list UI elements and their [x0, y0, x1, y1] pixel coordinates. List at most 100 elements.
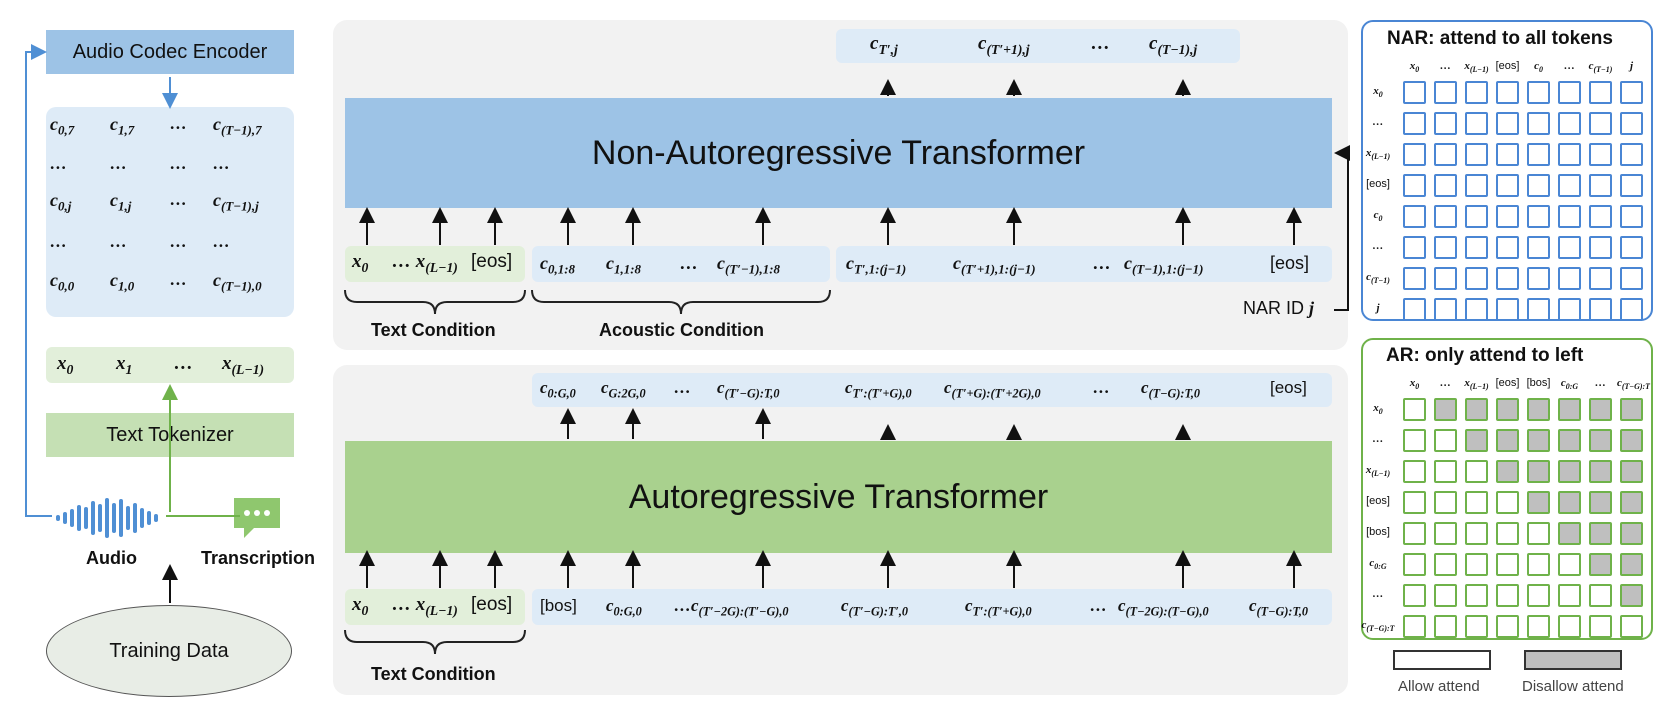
ar-grid-row-label-2: x(L−1)	[1365, 464, 1391, 479]
nar-grid-cell-1-5	[1558, 112, 1581, 135]
ar-grid-cell-0-4	[1527, 398, 1550, 421]
ar-grid-cell-5-0	[1403, 553, 1426, 576]
ar-grid-cell-6-7	[1620, 584, 1643, 607]
nar-grid-cell-4-0	[1403, 205, 1426, 228]
ar-output-4: cT′:(T′+G),0	[845, 378, 912, 401]
ar-grid-cell-4-3	[1496, 522, 1519, 545]
nar-grid-cell-0-7	[1620, 81, 1643, 104]
nar-grid-cell-2-3	[1496, 143, 1519, 166]
ar-grid-cell-2-5	[1558, 460, 1581, 483]
nar-grid-cell-5-1	[1434, 236, 1457, 259]
ar-input-4: c(T′−G):T′,0	[841, 596, 909, 619]
codec-code-0-3: c(T−1),7	[213, 114, 262, 138]
codec-code-3-1: …	[110, 232, 127, 251]
nar-grid-cell-0-5	[1558, 81, 1581, 104]
audio-to-encoder-line	[25, 44, 52, 517]
ar-text-condition-label: Text Condition	[371, 664, 496, 684]
nar-grid-cell-5-2	[1465, 236, 1488, 259]
nar-grid-cell-4-4	[1527, 205, 1550, 228]
nar-acoustic-input-1: c1,1:8	[606, 253, 641, 277]
nar-transformer-label: Non-Autoregressive Transformer	[591, 133, 1086, 172]
ar-grid-cell-7-6	[1589, 615, 1612, 638]
ar-grid-cell-3-1	[1434, 491, 1457, 514]
ar-grid-col-label-2: x(L−1)	[1464, 377, 1489, 392]
ar-grid-cell-5-6	[1589, 553, 1612, 576]
nar-grid-col-label-2: x(L−1)	[1464, 60, 1489, 75]
ar-grid-cell-3-6	[1589, 491, 1612, 514]
nar-grid-row-label-6: c(T−1)	[1366, 271, 1390, 286]
nar-text-input-1: … x(L−1)	[392, 251, 458, 275]
text-token-1: x1	[116, 353, 133, 377]
ar-text-input-2: [eos]	[471, 594, 513, 615]
codec-code-4-0: c0,0	[50, 270, 75, 294]
ar-grid-cell-6-1	[1434, 584, 1457, 607]
ar-input-0: [bos]	[540, 596, 577, 615]
nar-text-condition-brace	[344, 289, 526, 315]
nar-target-input-3: c(T−1),1:(j−1)	[1124, 253, 1204, 277]
ar-grid-cell-4-4	[1527, 522, 1550, 545]
nar-grid-cell-2-1	[1434, 143, 1457, 166]
nar-text-condition-label: Text Condition	[371, 320, 496, 340]
nar-output-0: cT′,j	[870, 33, 898, 57]
ar-input-5: cT′:(T′+G),0	[965, 596, 1032, 619]
nar-grid-col-label-4: c0	[1534, 60, 1543, 75]
nar-target-input-0: cT′,1:(j−1)	[846, 253, 907, 277]
nar-grid-cell-1-1	[1434, 112, 1457, 135]
ar-grid-row-label-6: …	[1372, 588, 1384, 600]
nar-text-input-2: [eos]	[471, 251, 513, 272]
ar-grid-col-label-4: [bos]	[1526, 377, 1551, 389]
ar-text-input-strip	[345, 589, 525, 625]
nar-grid-cell-7-6	[1589, 298, 1612, 321]
nar-grid-cell-1-2	[1465, 112, 1488, 135]
ar-grid-cell-2-0	[1403, 460, 1426, 483]
ar-grid-row-label-7: c(T−G):T	[1361, 619, 1395, 634]
legend-allow-label: Allow attend	[1398, 678, 1480, 695]
nar-acoustic-input-2: …	[680, 253, 698, 273]
ar-output-6: …	[1093, 378, 1110, 397]
nar-grid-row-label-2: x(L−1)	[1365, 147, 1391, 162]
ar-grid-cell-0-3	[1496, 398, 1519, 421]
ar-grid-cell-0-1	[1434, 398, 1457, 421]
nar-text-input-strip	[345, 246, 525, 282]
nar-grid-cell-2-0	[1403, 143, 1426, 166]
training-data-label: Training Data	[109, 639, 229, 662]
nar-grid-cell-4-3	[1496, 205, 1519, 228]
nar-grid-cell-7-3	[1496, 298, 1519, 321]
ar-transformer-label: Autoregressive Transformer	[628, 477, 1049, 516]
audio-label: Audio	[86, 548, 137, 568]
codec-code-2-0: c0,j	[50, 190, 72, 214]
nar-grid-cell-1-0	[1403, 112, 1426, 135]
ar-grid-cell-6-0	[1403, 584, 1426, 607]
ar-text-condition-brace	[344, 629, 526, 655]
ar-grid-cell-5-7	[1620, 553, 1643, 576]
nar-grid-cell-6-1	[1434, 267, 1457, 290]
ar-grid-cell-5-5	[1558, 553, 1581, 576]
ar-grid-title: AR: only attend to left	[1386, 345, 1584, 366]
codec-code-3-3: …	[213, 232, 230, 251]
codec-code-2-3: c(T−1),j	[213, 190, 259, 214]
codec-code-1-3: …	[213, 154, 230, 173]
nar-grid-cell-2-5	[1558, 143, 1581, 166]
nar-grid-cell-7-5	[1558, 298, 1581, 321]
ar-grid-cell-6-2	[1465, 584, 1488, 607]
ar-grid-col-label-6: …	[1595, 377, 1606, 389]
nar-grid-cell-0-2	[1465, 81, 1488, 104]
ar-grid-cell-6-4	[1527, 584, 1550, 607]
ar-grid-cell-7-3	[1496, 615, 1519, 638]
ar-grid-cell-7-7	[1620, 615, 1643, 638]
codec-code-4-3: c(T−1),0	[213, 270, 262, 294]
nar-grid-cell-3-5	[1558, 174, 1581, 197]
ar-text-input-0: x0	[352, 594, 369, 618]
ar-input-strip	[532, 589, 1332, 625]
ar-grid-cell-0-0	[1403, 398, 1426, 421]
audio-codec-encoder-label: Audio Codec Encoder	[72, 40, 268, 63]
nar-grid-cell-5-5	[1558, 236, 1581, 259]
nar-grid-row-label-5: …	[1372, 240, 1384, 252]
nar-grid-cell-1-4	[1527, 112, 1550, 135]
nar-grid-cell-4-6	[1589, 205, 1612, 228]
ar-grid-cell-4-1	[1434, 522, 1457, 545]
ar-grid-cell-5-3	[1496, 553, 1519, 576]
ar-grid-cell-6-5	[1558, 584, 1581, 607]
